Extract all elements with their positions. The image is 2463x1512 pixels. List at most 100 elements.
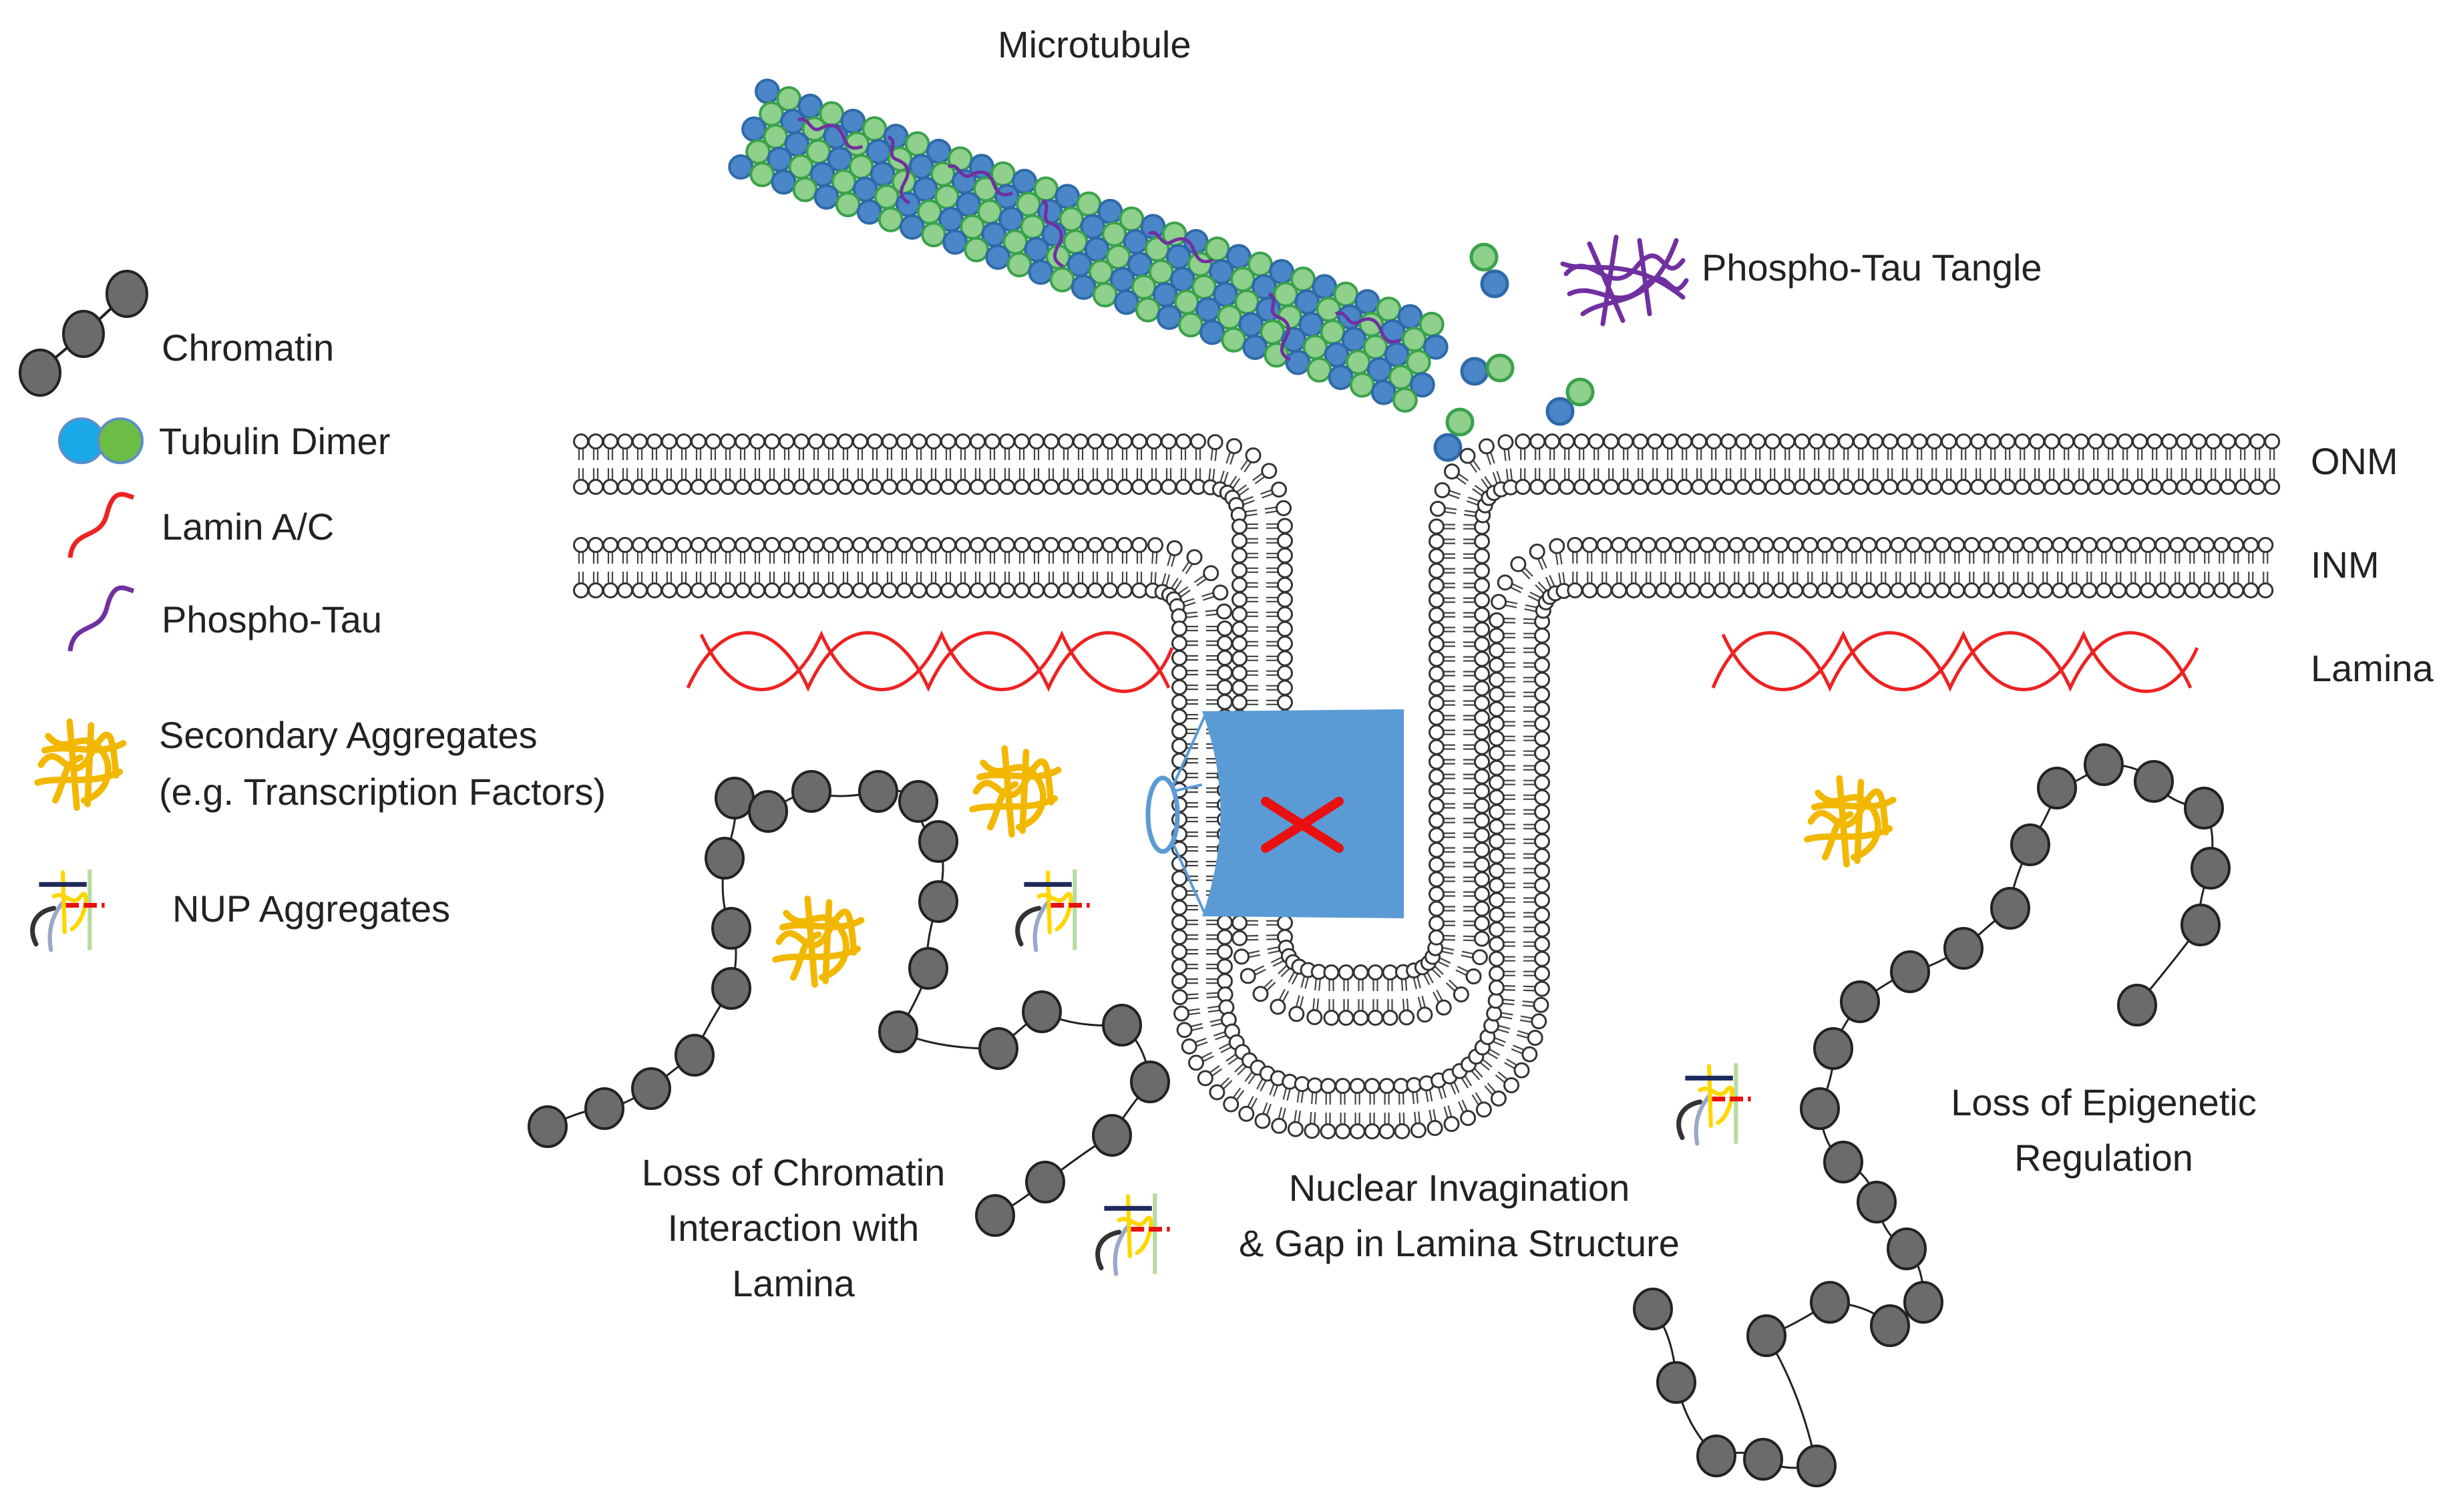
onm-label: ONM: [2311, 440, 2398, 482]
chromatin-bead: [918, 820, 958, 863]
chromatin-bead: [1746, 1314, 1786, 1357]
chromatin-bead: [711, 967, 751, 1010]
nup-aggregate-icon: [33, 870, 105, 950]
lamina-right: [1711, 630, 2199, 693]
chromatin-bead: [1857, 1181, 1897, 1223]
chromatin-bead: [1990, 887, 2030, 930]
legend-ptau-label: Phospho-Tau: [162, 598, 382, 640]
chromatin-bead: [2010, 823, 2050, 866]
bound-phospho-tau: [1268, 292, 1292, 362]
phospho-tau-tangle-icon: [1560, 234, 1689, 327]
chromatin-bead: [918, 880, 958, 923]
tubulin-bead: [878, 206, 904, 232]
invagination-label-line1: Nuclear Invagination: [1289, 1167, 1630, 1209]
chromatin-bead: [1800, 1087, 1840, 1130]
legend-secondary-label-line2: (e.g. Transcription Factors): [159, 771, 606, 813]
chromatin-bead: [1092, 1114, 1132, 1157]
chromatin-bead: [791, 770, 831, 813]
tubulin-bead: [1349, 372, 1375, 398]
nup-aggregate: [1679, 1063, 1751, 1144]
chromatin-bead: [2117, 984, 2157, 1026]
chromatin-bead: [1022, 990, 1062, 1033]
epigenetic-label-line2: Regulation: [2014, 1137, 2193, 1179]
secondary-aggregate: [1807, 779, 1893, 865]
chromatin-bead: [1943, 927, 1983, 970]
lamina-label: Lamina: [2311, 647, 2434, 689]
bound-phospho-tau: [887, 135, 911, 205]
nuclear-envelope-membranes: [573, 433, 2281, 1139]
chromatin-bead: [2184, 787, 2224, 829]
chromatin-bead: [1025, 1161, 1065, 1203]
aggregate-tangle-icon: [37, 722, 124, 808]
tubulin-bead: [1328, 365, 1354, 391]
tubulin-bead: [1306, 357, 1332, 383]
bound-phospho-tau: [797, 117, 864, 150]
blocked-x-icon: [1261, 797, 1344, 853]
bound-phospho-tau: [1040, 198, 1065, 268]
chromatin-chain-right: [1633, 743, 2231, 1487]
tubulin-bead: [942, 229, 968, 255]
tubulin-bead: [1092, 282, 1118, 308]
tubulin-bead: [985, 244, 1011, 270]
chromatin-loss-label-line1: Loss of Chromatin: [642, 1151, 945, 1193]
chromatin-bead: [1887, 1227, 1927, 1270]
chromatin-bead: [715, 777, 755, 819]
legend-lamin-label: Lamin A/C: [162, 506, 334, 548]
tubulin-bead: [1028, 259, 1054, 285]
chromatin-bead: [978, 1027, 1018, 1070]
tubulin-bead: [1113, 289, 1139, 315]
tubulin-bead: [1370, 379, 1396, 405]
chromatin-bead: [2084, 743, 2124, 786]
tubulin-bead: [964, 236, 990, 262]
legend-chromatin-label: Chromatin: [162, 327, 334, 369]
chromatin-bead: [711, 907, 751, 950]
tubulin-bead: [899, 214, 925, 240]
nup-aggregate: [1018, 870, 1090, 950]
chromatin-bead: [908, 947, 948, 990]
tubulin-bead: [741, 116, 767, 142]
tubulin-bead: [1392, 387, 1418, 413]
bound-phospho-tau: [947, 164, 1014, 197]
nuclear-pore-icon: [1145, 709, 1404, 918]
chromatin-bead: [1810, 1281, 1850, 1324]
phospho-tau-squiggle-icon: [67, 585, 135, 652]
epigenetic-label-line1: Loss of Epigenetic: [1951, 1081, 2257, 1123]
chromatin-bead: [631, 1067, 671, 1110]
chromatin-bead: [1890, 950, 1930, 993]
tubulin-bead: [921, 222, 946, 248]
chromatin-bead: [584, 1087, 624, 1130]
tubulin-bead: [792, 176, 818, 202]
microtubule-label: Microtubule: [998, 23, 1191, 65]
inm-label: INM: [2311, 544, 2380, 586]
free-tubulin-dimers: [1433, 242, 1595, 462]
tubulin-bead: [835, 192, 861, 218]
phospho-tau-tangle-label: Phospho-Tau Tangle: [1702, 246, 2042, 289]
tubulin-bead: [1199, 319, 1225, 345]
chromatin-bead: [1633, 1288, 1673, 1330]
invagination-label-line2: & Gap in Lamina Structure: [1239, 1222, 1680, 1264]
tubulin-bead: [856, 199, 882, 225]
tubulin-bead: [1071, 274, 1097, 301]
chromatin-bead: [2134, 760, 2174, 803]
tubulin-bead: [728, 154, 754, 180]
chromatin-chain-left: [528, 770, 1170, 1237]
tubulin-bead: [1221, 327, 1247, 353]
legend-secondary-label-line1: Secondary Aggregates: [159, 714, 538, 756]
chromatin-bead: [1656, 1361, 1696, 1404]
chromatin-loss-label-line2: Interaction with: [668, 1207, 920, 1249]
chromatin-loss-label-line3: Lamina: [732, 1262, 856, 1304]
chromatin-bead: [2191, 847, 2231, 890]
tubulin-bead: [1049, 266, 1075, 293]
chromatin-bead: [1743, 1438, 1783, 1481]
legend-tubulin-label: Tubulin Dimer: [159, 420, 390, 462]
secondary-aggregate: [775, 899, 862, 985]
chromatin-bead: [1840, 980, 1880, 1023]
chromatin-bead: [1796, 1445, 1837, 1487]
tubulin-bead: [813, 184, 839, 210]
chromatin-bead: [1813, 1027, 1853, 1070]
tubulin-bead: [771, 169, 797, 195]
tubulin-bead: [1006, 252, 1032, 278]
chromatin-bead: [1102, 1004, 1142, 1047]
chromatin-bead: [1903, 1281, 1943, 1324]
